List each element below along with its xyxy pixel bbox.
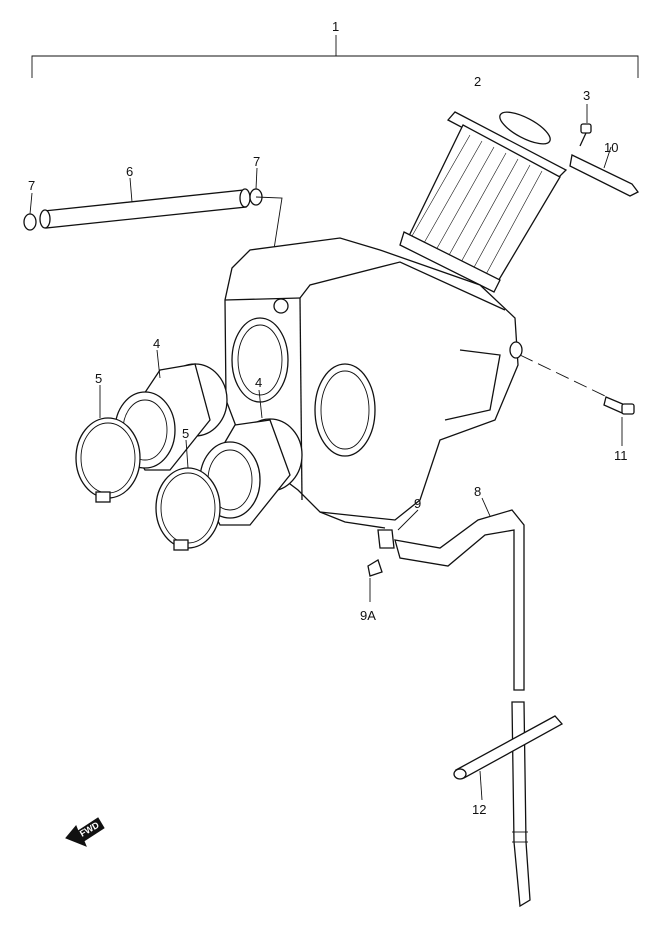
- breather-pipe-6: [39, 177, 251, 229]
- callout-1: 1: [332, 19, 339, 34]
- clip-9a: [367, 559, 383, 602]
- callout-5-right: 5: [182, 426, 189, 441]
- clamp-plate-10: [569, 146, 639, 197]
- intake-boot-4-left: [114, 349, 228, 471]
- callout-2: 2: [474, 74, 481, 89]
- hose-clamp-5-left: [75, 385, 141, 503]
- assembly-bracket: [31, 35, 639, 78]
- callout-10: 10: [604, 140, 618, 155]
- hose-clamp-5-right: [155, 439, 221, 551]
- lower-hose: [511, 701, 531, 908]
- callout-7-left: 7: [28, 178, 35, 193]
- clip-7-left: [23, 192, 37, 231]
- callout-7-right: 7: [253, 154, 260, 169]
- air-filter-element: [399, 111, 568, 293]
- hose-bracket-12: [453, 715, 564, 801]
- callout-4-left: 4: [153, 336, 160, 351]
- callout-9: 9: [414, 496, 421, 511]
- callout-6: 6: [126, 164, 133, 179]
- callout-8: 8: [474, 484, 481, 499]
- clip-7-right: [249, 167, 283, 301]
- callout-4-right: 4: [255, 375, 262, 390]
- drain-hose-8: [394, 497, 525, 691]
- bolt-11: [519, 354, 635, 446]
- hose-clip-9: [377, 509, 419, 549]
- screw-3: [579, 104, 592, 147]
- callout-5-left: 5: [95, 371, 102, 386]
- callout-3: 3: [583, 88, 590, 103]
- forward-arrow-icon: FWD: [65, 817, 105, 847]
- callout-11: 11: [614, 448, 628, 463]
- callout-12: 12: [472, 802, 486, 817]
- callout-9a: 9A: [360, 608, 376, 623]
